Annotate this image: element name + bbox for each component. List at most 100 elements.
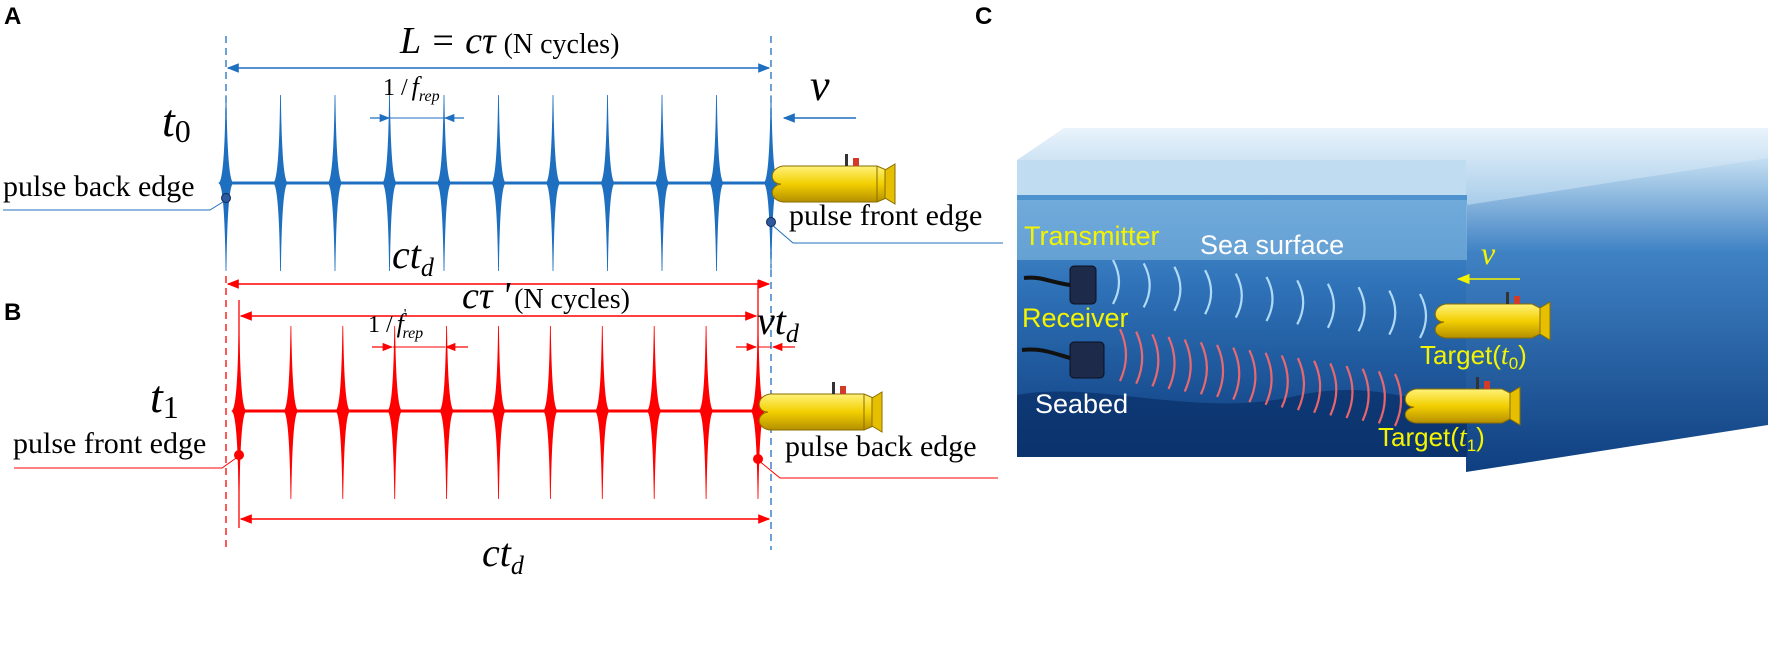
b-spike-7 [594, 325, 611, 500]
auv-c0 [1434, 292, 1551, 341]
transmit-arc-3 [1204, 269, 1213, 315]
auv-c1-body [1404, 388, 1515, 424]
receive-arc-1 [1135, 331, 1144, 385]
a-ctd-label: ctd [392, 232, 435, 282]
a-rep-label: 1 /frep [383, 72, 440, 105]
b-pulse-train [231, 325, 766, 500]
panel-a: L = cτ(N cycles) t0 1 /frep v pulse back… [3, 20, 1003, 282]
a-spike-5 [490, 94, 507, 272]
receive-arc-6 [1216, 344, 1225, 398]
b-front-edge-leader [14, 455, 240, 469]
receive-arc-4 [1183, 339, 1192, 393]
c-transmitter-label: Transmitter [1024, 221, 1160, 251]
transmit-arc-7 [1326, 283, 1335, 329]
c-velocity-label: v [1481, 235, 1496, 271]
receive-arc-7 [1232, 347, 1241, 400]
transmit-arc-4 [1234, 273, 1243, 319]
a-spike-9 [708, 94, 725, 272]
b-spike-0 [231, 325, 247, 500]
a-spike-2 [327, 94, 343, 272]
auv-c0-beacon [1514, 296, 1520, 304]
transmit-arc-5 [1265, 276, 1274, 322]
a-front-edge-label: pulse front edge [789, 199, 982, 232]
b-spike-2 [334, 325, 351, 500]
receive-waves [1119, 328, 1403, 427]
a-back-edge-label: pulse back edge [3, 170, 195, 203]
a-time-label: t0 [162, 95, 191, 149]
a-spike-0 [218, 94, 234, 272]
panel-c: Transmitter Sea surface Receiver Seabed … [1017, 128, 1768, 472]
b-vtd-label: vtd [757, 298, 800, 348]
transmit-arc-10 [1419, 293, 1428, 339]
receive-arc-14 [1345, 365, 1354, 419]
c-target0-label: Target(t0) [1420, 340, 1527, 373]
a-back-edge-leader [3, 199, 227, 211]
receive-arc-15 [1361, 368, 1370, 422]
b-spike-3 [386, 325, 403, 500]
receive-arc-17 [1394, 373, 1403, 427]
b-back-edge-leader [757, 459, 998, 479]
transmitter-body [1069, 265, 1097, 305]
a-spike-8 [654, 94, 670, 272]
a-spike-6 [545, 94, 561, 272]
b-ctau-label: cτ '(N cycles) [462, 275, 630, 317]
b-spike-1 [283, 325, 299, 500]
c-sea-surface-label: Sea surface [1200, 230, 1344, 260]
transmit-arc-8 [1357, 286, 1366, 332]
auv-b [758, 382, 883, 433]
a-velocity-label: v [810, 61, 830, 110]
b-front-edge-label: pulse front edge [13, 427, 206, 460]
transmit-arc-1 [1142, 262, 1151, 308]
transmitter-device [1023, 265, 1097, 305]
b-spike-6 [542, 325, 559, 500]
auv-b-body [758, 393, 879, 431]
receive-arc-16 [1377, 370, 1386, 424]
transmit-waves [1112, 259, 1428, 339]
c-receiver-label: Receiver [1022, 303, 1129, 333]
transmit-arc-9 [1388, 290, 1397, 336]
c-seabed-label: Seabed [1035, 389, 1128, 419]
b-front-edge-dot [234, 450, 244, 460]
transmit-arc-2 [1173, 266, 1182, 312]
b-back-edge-label: pulse back edge [785, 430, 977, 463]
auv-c1-antenna [1476, 377, 1479, 389]
receive-arc-2 [1151, 333, 1160, 387]
b-rep-label: 1 /f'rep [368, 307, 423, 342]
panel-b: cτ '(N cycles) vtd 1 /f'rep t1 pulse fro… [13, 270, 998, 580]
auv-b-tail [871, 391, 883, 433]
a-spike-4 [436, 94, 452, 272]
auv-a-beacon [853, 158, 859, 166]
auv-a [771, 154, 896, 205]
receive-arc-11 [1296, 357, 1306, 411]
b-spike-5 [490, 325, 507, 500]
b-time-label: t1 [150, 371, 179, 425]
panel-letter-a: A [4, 3, 21, 30]
auv-c1 [1404, 377, 1521, 426]
a-front-edge-leader [770, 223, 1003, 244]
c-top-face [1017, 128, 1768, 205]
transmitter-cable [1023, 275, 1071, 287]
receive-arc-5 [1199, 341, 1208, 395]
receive-arc-13 [1329, 362, 1338, 416]
auv-c0-tail [1539, 301, 1551, 341]
auv-c0-antenna [1506, 292, 1509, 304]
panel-letter-b: B [4, 299, 21, 326]
c-seabed [1017, 389, 1467, 457]
c-target1-label: Target(t1) [1378, 422, 1485, 455]
auv-b-antenna [832, 382, 835, 394]
auv-a-tail [884, 163, 896, 205]
auv-b-beacon [840, 386, 846, 394]
auv-c1-tail [1509, 386, 1521, 426]
c-side-face [1466, 158, 1768, 472]
transmit-arc-6 [1296, 279, 1305, 325]
b-spike-10 [750, 325, 766, 500]
receive-arc-12 [1313, 360, 1322, 414]
b-spike-8 [646, 325, 663, 500]
receive-arc-3 [1167, 336, 1176, 390]
auv-c1-beacon [1484, 381, 1490, 389]
a-back-edge-dot [221, 193, 231, 203]
auv-c0-body [1434, 303, 1545, 339]
a-spike-7 [599, 94, 616, 272]
b-ctd-label: ctd [482, 530, 525, 580]
